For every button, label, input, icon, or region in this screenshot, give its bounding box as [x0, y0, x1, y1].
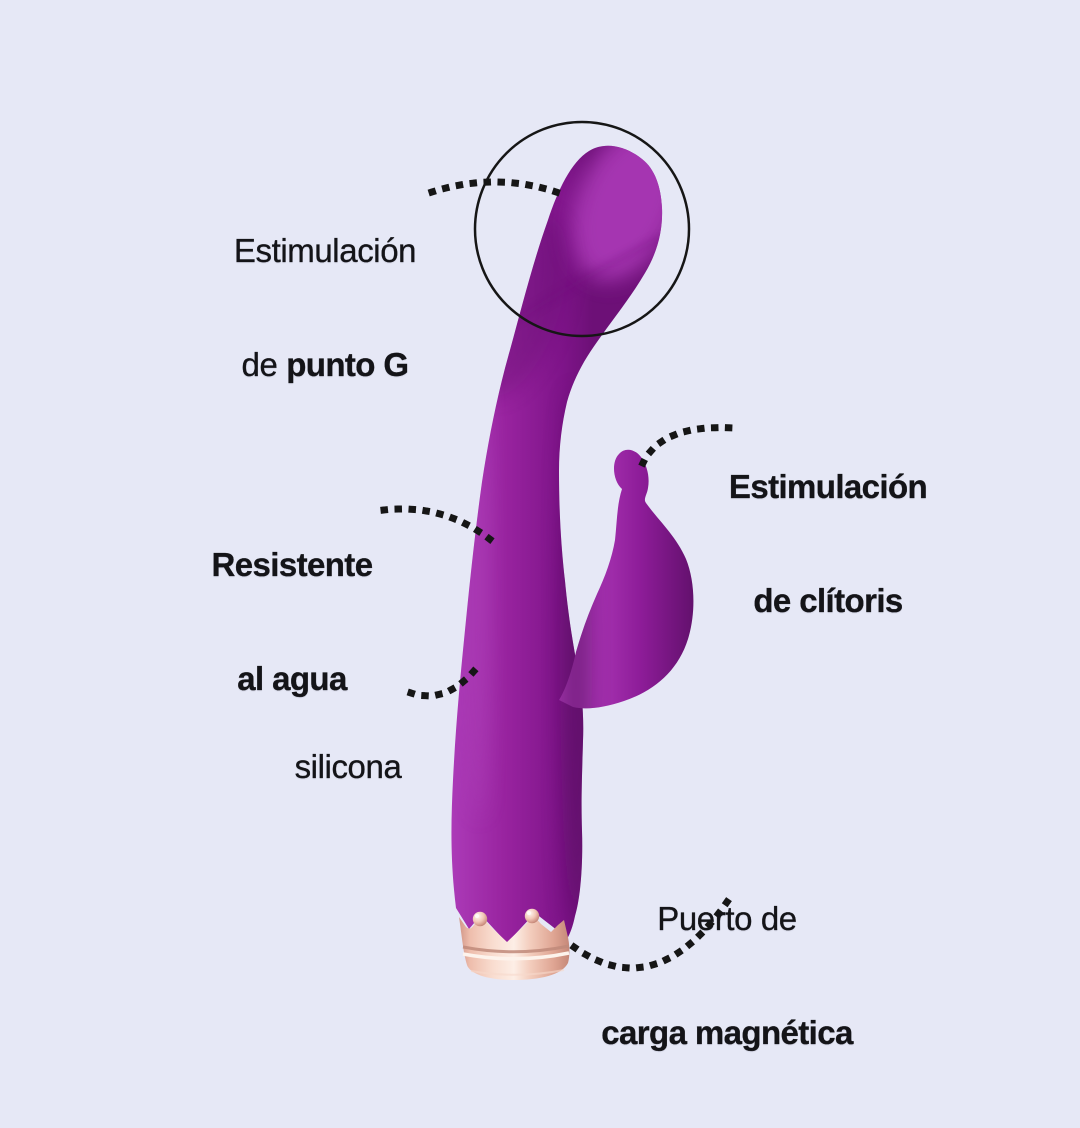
- leader-line-charging: [561, 897, 732, 972]
- label-charging-line1: Puerto de: [657, 900, 797, 937]
- label-waterproof-line1: Resistente: [211, 546, 373, 583]
- crown-ball-left: [472, 911, 488, 927]
- crown-ball-right: [524, 908, 540, 924]
- leader-lines: [380, 178, 737, 972]
- label-waterproof-line2: al agua: [237, 660, 347, 697]
- charging-base-cap: [459, 908, 570, 980]
- label-material: silicona: [198, 672, 498, 862]
- crown-cap: [459, 915, 570, 980]
- crown-ball-left-specular: [475, 914, 479, 918]
- leader-line-waterproof: [380, 505, 502, 550]
- label-clitoris-line1: Estimulación: [728, 468, 928, 505]
- infographic-canvas: Estimulación de punto G Estimulación de …: [142, 120, 978, 1051]
- label-waterproof: Resistente al agua: [142, 470, 442, 774]
- focus-circle: [473, 120, 691, 338]
- label-clitoris-line2: de clítoris: [753, 582, 903, 619]
- label-charging: Puerto de carga magnética: [577, 824, 877, 1128]
- leader-line-clitoris: [638, 424, 737, 468]
- cap-bottom-sheen: [470, 969, 565, 976]
- crown-ball-right-specular: [527, 911, 531, 915]
- label-g-spot-line2: de punto G: [241, 346, 409, 383]
- label-g-spot-line1: Estimulación: [233, 232, 417, 269]
- cap-groove-highlight: [462, 951, 570, 961]
- leader-line-g-spot: [427, 178, 567, 199]
- label-clitoris: Estimulación de clítoris: [678, 392, 978, 696]
- label-material-text: silicona: [294, 748, 402, 785]
- label-charging-line2: carga magnética: [601, 1014, 853, 1051]
- cap-groove-shadow: [462, 944, 570, 954]
- label-g-spot: Estimulación de punto G: [175, 156, 475, 460]
- product-illustration: [380, 120, 737, 980]
